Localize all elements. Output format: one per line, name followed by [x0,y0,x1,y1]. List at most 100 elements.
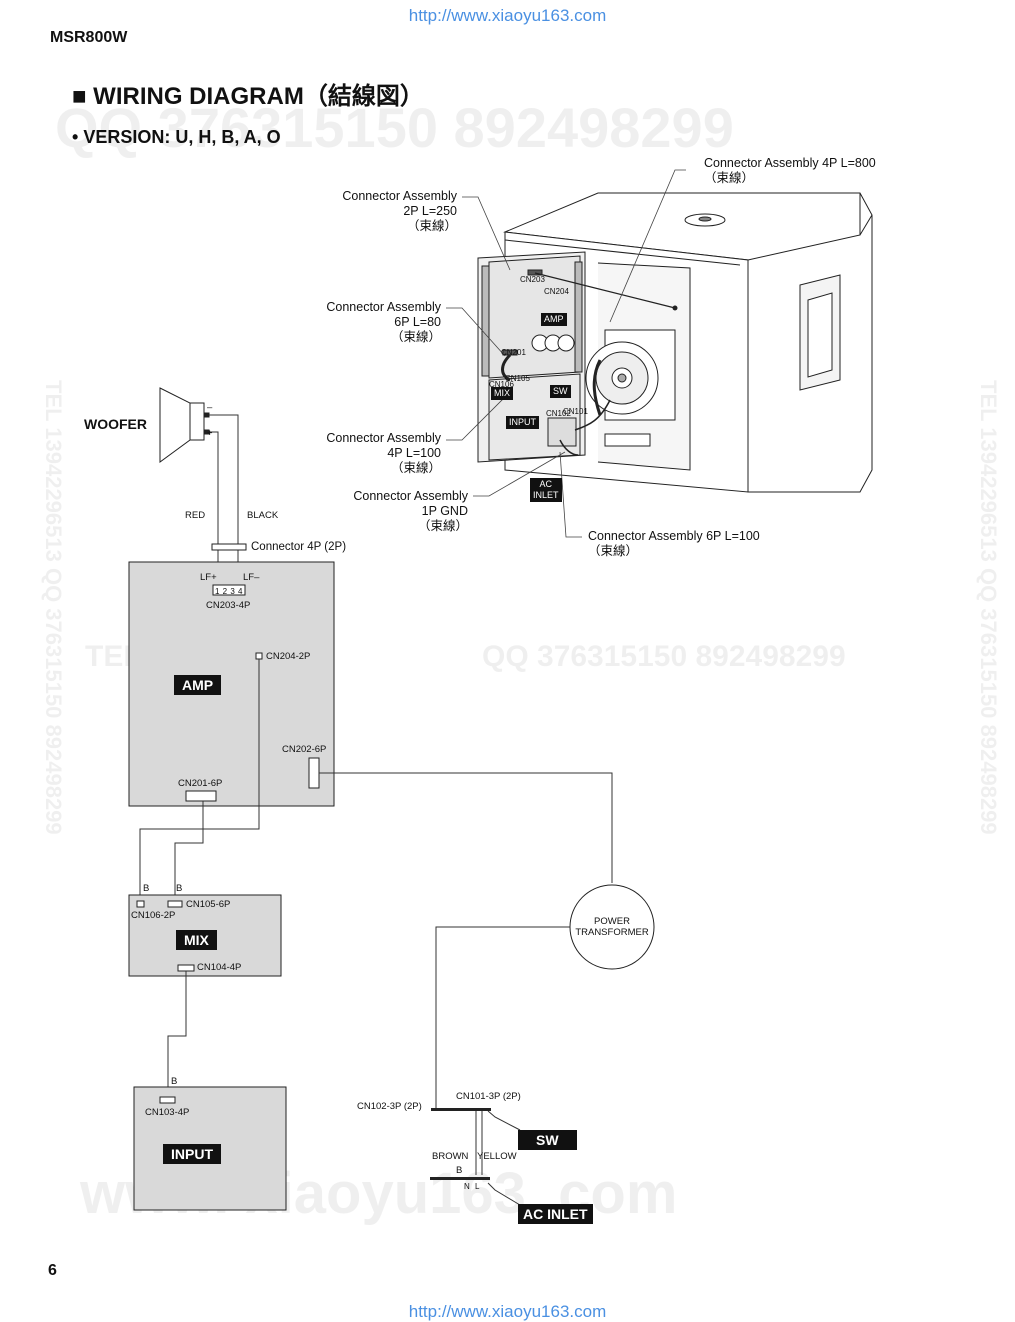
power-transformer-label: POWER TRANSFORMER [570,916,654,938]
callout-6p-100-line1: Connector Assembly 6P L=100 [588,529,760,543]
page-number: 6 [48,1262,57,1279]
mix-block [128,894,282,977]
cn106-label: CN106-2P [131,910,176,921]
callout-connector-2p-250: Connector Assembly 2P L=250 （束線） [300,189,457,234]
input-tag: INPUT [163,1144,221,1164]
model-name: MSR800W [50,29,128,46]
photo-ac-line2: INLET [533,490,559,500]
watermark-qq-2: QQ 376315150 892498299 [482,640,846,673]
photo-label-ac-inlet: AC INLET [530,478,562,502]
mix-input-wires [167,971,187,1097]
pin-numbers: 1 2 3 4 [215,587,243,596]
live-label: L [475,1182,480,1191]
transformer-line1: POWER [594,916,630,927]
callout-4p-800-line1: Connector Assembly 4P L=800 [704,156,876,170]
cn203-label: CN203-4P [206,600,251,611]
square-bullet-icon: ■ [72,83,87,110]
callout-2p-250-line3: （束線） [406,219,457,233]
cn106-socket [136,900,145,908]
page-title: ■ WIRING DIAGRAM（結線図） [72,76,424,111]
watermark-vertical-left: TEL 13942296513 QQ 376315150 892498299 [41,380,66,835]
photo-cn203: CN203 [520,275,545,284]
speaker-cabinet-illustration [477,192,873,493]
callout-connector-4p-800: Connector Assembly 4P L=800 （束線） [704,156,876,186]
photo-ac-line1: AC [539,479,553,489]
callout-connector-1p-gnd: Connector Assembly 1P GND （束線） [318,489,468,534]
photo-cn105: CN105 [505,374,530,383]
mix-tag: MIX [176,930,217,950]
photo-label-sw: SW [550,385,571,398]
ac-inlet-bar [430,1177,490,1180]
cn103-socket [159,1096,176,1104]
watermark-vertical-right: TEL 13942296513 QQ 376315150 892498299 [976,380,1001,835]
cn101-cn102-bar [431,1108,491,1111]
input-b-label: B [171,1076,178,1087]
bullet-icon: • [72,127,79,147]
lf-plus-label: LF+ [200,572,217,583]
photo-label-mix: MIX [491,387,514,400]
woofer-plus: + [207,428,213,439]
cn201-socket [185,790,217,802]
callout-leaders [446,169,686,538]
amp-tag: AMP [174,675,222,695]
wire-black-label: BLACK [247,510,279,521]
woofer-label: WOOFER [84,416,147,432]
callout-2p-250-line2: 2P L=250 [403,204,457,218]
cn204-socket [255,652,263,660]
lf-minus-label: LF– [243,572,260,583]
cn104-socket [177,964,195,972]
photo-cn106: CN106 [489,380,514,389]
callout-1p-gnd-line1: Connector Assembly [353,489,468,503]
source-url-top[interactable]: http://www.xiaoyu163.com [408,6,607,25]
cn202-label: CN202-6P [282,744,327,755]
cn204-label: CN204-2P [266,651,311,662]
callout-4p-100-line2: 4P L=100 [387,446,441,460]
cn104-label: CN104-4P [197,962,242,973]
wire-red-label: RED [185,510,206,521]
ac-inlet-tag: AC INLET [518,1204,593,1224]
photo-cn102: CN102 [546,409,571,418]
callout-6p-80-line3: （束線） [390,330,441,344]
amp-mix-wires [139,659,613,900]
callout-connector-6p-80: Connector Assembly 6P L=80 （束線） [290,300,441,345]
power-wires [435,926,570,1206]
callout-connector-6p-100: Connector Assembly 6P L=100 （束線） [588,529,760,559]
cn103-label: CN103-4P [145,1107,190,1118]
callout-6p-80-line2: 6P L=80 [394,315,441,329]
photo-label-amp: AMP [541,313,567,326]
cn202-socket [308,757,320,789]
mix-b2-label: B [176,883,183,894]
power-b-label: B [456,1165,463,1176]
version-line: • VERSION: U, H, B, A, O [72,127,281,148]
neutral-label: N [464,1182,470,1191]
connector-4p-2p-shape [211,543,247,551]
photo-cn201: CN201 [501,348,526,357]
version-text: VERSION: U, H, B, A, O [83,127,281,147]
callout-6p-100-line2: （束線） [588,544,639,558]
callout-1p-gnd-line3: （束線） [417,519,468,533]
cn102-label: CN102-3P (2P) [357,1101,422,1112]
connector-4p-2p-label: Connector 4P (2P) [251,541,347,553]
callout-1p-gnd-line2: 1P GND [421,504,468,518]
cn105-label: CN105-6P [186,899,231,910]
photo-cn101: CN101 [563,407,588,416]
callout-4p-100-line3: （束線） [390,461,441,475]
yellow-label: YELLOW [477,1151,517,1162]
photo-cn204: CN204 [544,287,569,296]
callout-4p-800-line2: （束線） [704,171,755,185]
woofer-wires [209,414,239,585]
title-text: WIRING DIAGRAM（結線図） [93,83,424,110]
callout-2p-250-line1: Connector Assembly [342,189,457,203]
cn203-socket [212,584,246,596]
mix-b1-label: B [143,883,150,894]
photo-label-input: INPUT [506,416,539,429]
woofer-symbol [159,387,210,463]
cn101-label: CN101-3P (2P) [456,1091,521,1102]
callout-connector-4p-100: Connector Assembly 4P L=100 （束線） [290,431,441,476]
amp-block [128,561,335,807]
callout-4p-100-line1: Connector Assembly [326,431,441,445]
cn105-socket [167,900,183,908]
sw-tag: SW [518,1130,577,1150]
source-url-bottom[interactable]: http://www.xiaoyu163.com [408,1302,607,1321]
